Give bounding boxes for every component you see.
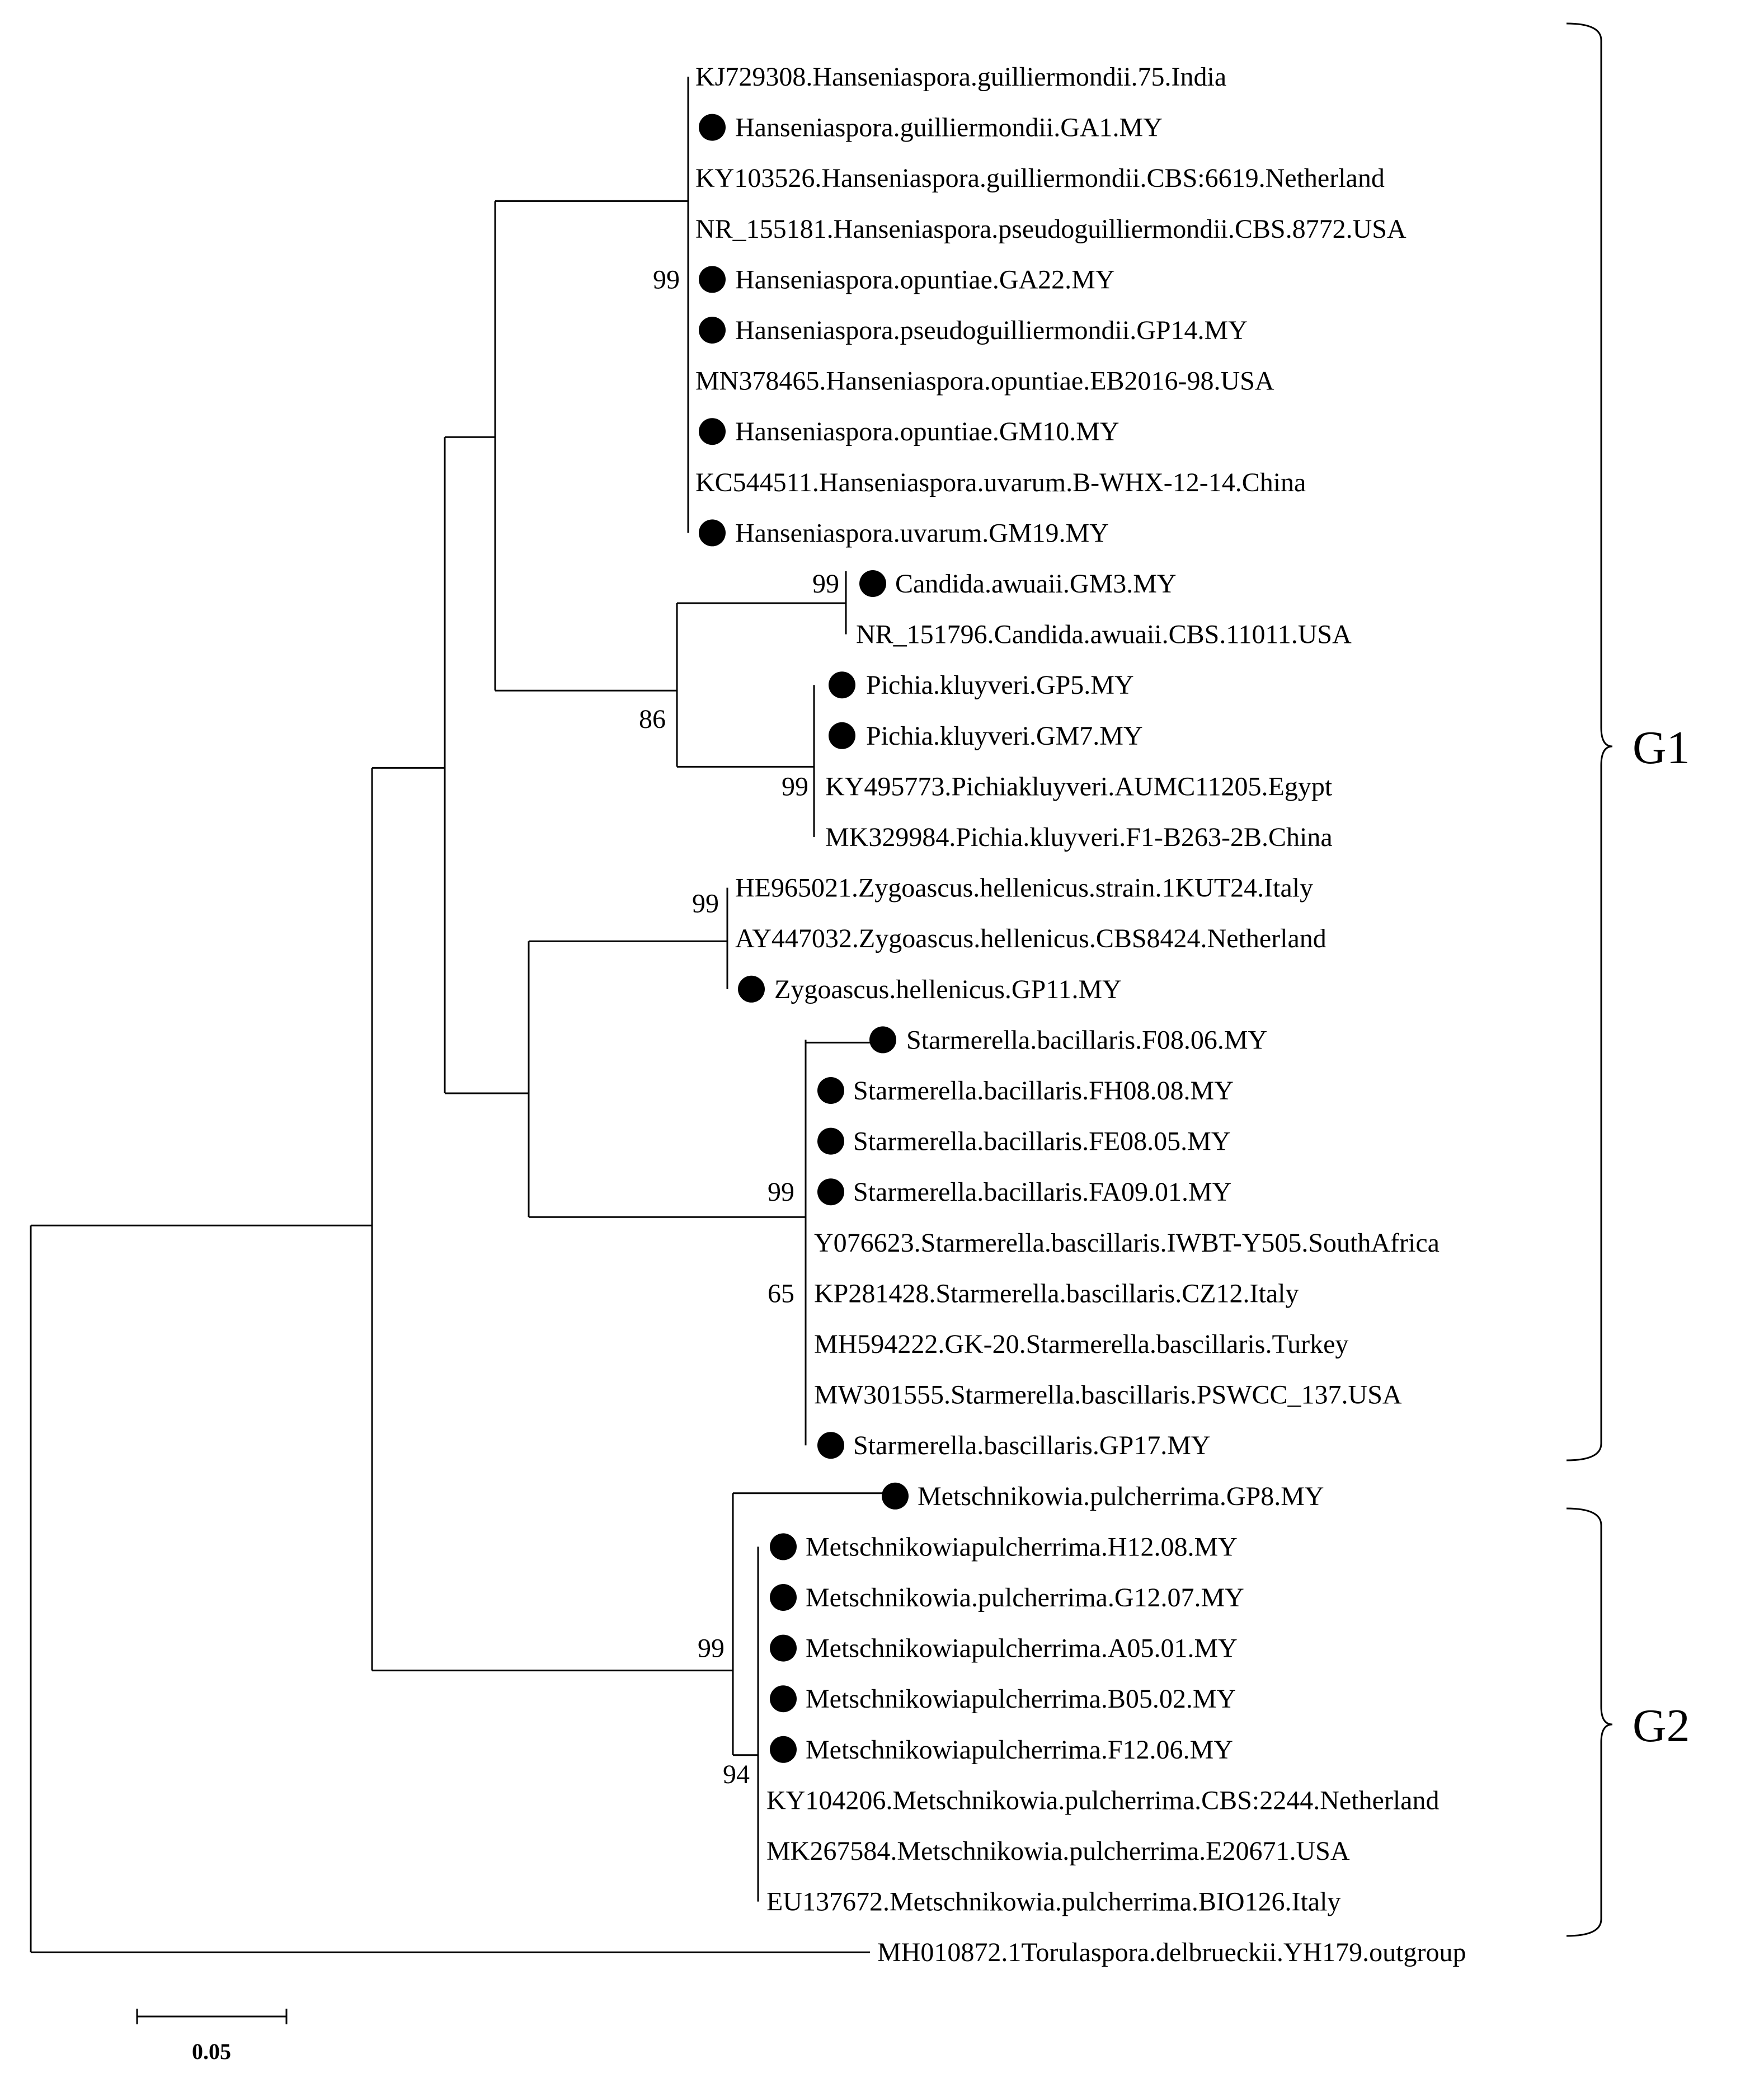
- scale-bar: 0.05: [136, 2009, 288, 2064]
- leaf-label-nr-155181-hanseniaspora-pseudoguilliermondii-cbs-8772-usa: NR_155181.Hanseniaspora.pseudoguilliermo…: [695, 214, 1407, 244]
- leaf-label-ky495773-pichiakluyveri-aumc11205-egypt: KY495773.Pichiakluyveri.AUMC11205.Egypt: [825, 772, 1333, 801]
- leaf-label-kp281428-starmerella-bascillaris-cz12-italy: KP281428.Starmerella.bascillaris.CZ12.It…: [814, 1278, 1299, 1308]
- leaf-marker-metschnikowiapulcherrima-h12-08-my: [770, 1533, 797, 1560]
- leaf-label-mk267584-metschnikowia-pulcherrima-e20671-usa: MK267584.Metschnikowia.pulcherrima.E2067…: [766, 1836, 1350, 1866]
- leaf-marker-zygoascus-hellenicus-gp11-my: [738, 975, 765, 1003]
- leaf-marker-metschnikowiapulcherrima-f12-06-my: [770, 1736, 797, 1763]
- leaf-label-metschnikowia-pulcherrima-g12-07-my: Metschnikowia.pulcherrima.G12.07.MY: [806, 1583, 1244, 1613]
- leaf-marker-hanseniaspora-guilliermondii-ga1-my: [699, 114, 726, 141]
- leaf-label-starmerella-bacillaris-fa09-01-my: Starmerella.bacillaris.FA09.01.MY: [853, 1177, 1231, 1207]
- bootstrap-value: 65: [768, 1278, 794, 1308]
- leaf-label-starmerella-bascillaris-gp17-my: Starmerella.bascillaris.GP17.MY: [853, 1431, 1211, 1460]
- bootstrap-value: 99: [768, 1177, 794, 1207]
- leaf-label-nr-151796-candida-awuaii-cbs-11011-usa: NR_151796.Candida.awuaii.CBS.11011.USA: [856, 620, 1352, 650]
- leaf-label-y076623-starmerella-bascillaris-iwbt-y505-southafrica: Y076623.Starmerella.bascillaris.IWBT-Y50…: [814, 1228, 1440, 1258]
- bootstrap-value: 99: [698, 1634, 725, 1663]
- leaf-label-hanseniaspora-pseudoguilliermondii-gp14-my: Hanseniaspora.pseudoguilliermondii.GP14.…: [735, 316, 1248, 345]
- leaf-label-starmerella-bacillaris-fh08-08-my: Starmerella.bacillaris.FH08.08.MY: [853, 1076, 1234, 1106]
- leaf-label-starmerella-bacillaris-fe08-05-my: Starmerella.bacillaris.FE08.05.MY: [853, 1127, 1231, 1157]
- leaf-label-ky103526-hanseniaspora-guilliermondii-cbs-6619-netherland: KY103526.Hanseniaspora.guilliermondii.CB…: [695, 163, 1385, 193]
- leaf-label-metschnikowiapulcherrima-a05-01-my: Metschnikowiapulcherrima.A05.01.MY: [806, 1634, 1238, 1663]
- tree-branches: [30, 77, 887, 1953]
- leaf-label-zygoascus-hellenicus-gp11-my: Zygoascus.hellenicus.GP11.MY: [774, 975, 1122, 1004]
- leaf-marker-starmerella-bacillaris-fa09-01-my: [817, 1178, 844, 1206]
- leaf-marker-metschnikowia-pulcherrima-g12-07-my: [770, 1584, 797, 1611]
- leaf-label-eu137672-metschnikowia-pulcherrima-bio126-italy: EU137672.Metschnikowia.pulcherrima.BIO12…: [766, 1887, 1340, 1917]
- bootstrap-value: 99: [653, 265, 680, 294]
- scale-bar-label: 0.05: [192, 2039, 231, 2064]
- leaf-label-hanseniaspora-opuntiae-gm10-my: Hanseniaspora.opuntiae.GM10.MY: [735, 417, 1119, 446]
- leaf-marker-metschnikowiapulcherrima-b05-02-my: [770, 1685, 797, 1713]
- leaf-label-hanseniaspora-uvarum-gm19-my: Hanseniaspora.uvarum.GM19.MY: [735, 518, 1109, 548]
- leaf-label-mw301555-starmerella-bascillaris-pswcc-137-usa: MW301555.Starmerella.bascillaris.PSWCC_1…: [814, 1380, 1402, 1410]
- leaf-marker-pichia-kluyveri-gp5-my: [829, 671, 855, 699]
- bootstrap-value: 94: [723, 1760, 750, 1789]
- leaf-label-metschnikowiapulcherrima-f12-06-my: Metschnikowiapulcherrima.F12.06.MY: [806, 1735, 1233, 1765]
- leaf-marker-starmerella-bacillaris-fe08-05-my: [817, 1127, 844, 1155]
- leaf-marker-hanseniaspora-pseudoguilliermondii-gp14-my: [699, 317, 726, 344]
- leaf-label-mk329984-pichia-kluyveri-f1-b263-2b-china: MK329984.Pichia.kluyveri.F1-B263-2B.Chin…: [825, 822, 1333, 852]
- leaf-label-mh010872-1torulaspora-delbrueckii-yh179-outgroup: MH010872.1Torulaspora.delbrueckii.YH179.…: [877, 1938, 1466, 1967]
- leaf-label-metschnikowiapulcherrima-h12-08-my: Metschnikowiapulcherrima.H12.08.MY: [806, 1532, 1238, 1562]
- leaf-label-metschnikowia-pulcherrima-gp8-my: Metschnikowia.pulcherrima.GP8.MY: [918, 1482, 1324, 1511]
- leaf-label-he965021-zygoascus-hellenicus-strain-1kut24-italy: HE965021.Zygoascus.hellenicus.strain.1KU…: [735, 873, 1313, 903]
- leaf-marker-starmerella-bacillaris-fh08-08-my: [817, 1077, 844, 1104]
- leaf-label-kj729308-hanseniaspora-guilliermondii-75-india: KJ729308.Hanseniaspora.guilliermondii.75…: [695, 62, 1226, 92]
- leaf-label-pichia-kluyveri-gm7-my: Pichia.kluyveri.GM7.MY: [866, 721, 1143, 751]
- leaf-marker-pichia-kluyveri-gm7-my: [829, 722, 855, 749]
- leaf-marker-candida-awuaii-gm3-my: [859, 570, 886, 597]
- bootstrap-value: 99: [812, 569, 839, 599]
- leaf-label-metschnikowiapulcherrima-b05-02-my: Metschnikowiapulcherrima.B05.02.MY: [806, 1684, 1236, 1714]
- leaf-label-ay447032-zygoascus-hellenicus-cbs8424-netherland: AY447032.Zygoascus.hellenicus.CBS8424.Ne…: [735, 924, 1326, 953]
- leaf-label-hanseniaspora-guilliermondii-ga1-my: Hanseniaspora.guilliermondii.GA1.MY: [735, 113, 1163, 143]
- leaf-marker-starmerella-bacillaris-f08-06-my: [869, 1026, 896, 1054]
- leaf-label-hanseniaspora-opuntiae-ga22-my: Hanseniaspora.opuntiae.GA22.MY: [735, 265, 1115, 294]
- leaf-marker-starmerella-bascillaris-gp17-my: [817, 1432, 844, 1459]
- leaf-marker-hanseniaspora-opuntiae-ga22-my: [699, 266, 726, 293]
- leaf-labels: KJ729308.Hanseniaspora.guilliermondii.75…: [695, 62, 1466, 1967]
- leaf-marker-metschnikowia-pulcherrima-gp8-my: [882, 1482, 909, 1510]
- group-bracket-g2: [1566, 1507, 1613, 1937]
- leaf-markers: [699, 114, 909, 1763]
- leaf-label-ky104206-metschnikowia-pulcherrima-cbs-2244-netherland: KY104206.Metschnikowia.pulcherrima.CBS:2…: [766, 1785, 1439, 1815]
- group-label-g2: G2: [1633, 1700, 1690, 1752]
- leaf-label-pichia-kluyveri-gp5-my: Pichia.kluyveri.GP5.MY: [866, 670, 1134, 700]
- leaf-label-mn378465-hanseniaspora-opuntiae-eb2016-98-usa: MN378465.Hanseniaspora.opuntiae.EB2016-9…: [695, 366, 1274, 396]
- leaf-marker-hanseniaspora-opuntiae-gm10-my: [699, 418, 726, 445]
- group-bracket-g1: [1566, 22, 1613, 1461]
- leaf-marker-metschnikowiapulcherrima-a05-01-my: [770, 1634, 797, 1662]
- group-label-g1: G1: [1633, 722, 1690, 774]
- leaf-label-candida-awuaii-gm3-my: Candida.awuaii.GM3.MY: [895, 569, 1177, 599]
- leaf-label-starmerella-bacillaris-f08-06-my: Starmerella.bacillaris.F08.06.MY: [906, 1025, 1267, 1055]
- leaf-marker-hanseniaspora-uvarum-gm19-my: [699, 519, 726, 547]
- bootstrap-value: 99: [692, 889, 719, 919]
- bootstrap-value: 86: [639, 704, 666, 734]
- bootstrap-values: 99 99 86 99 99 99 65 99 94: [639, 265, 839, 1789]
- bootstrap-value: 99: [782, 772, 808, 801]
- leaf-label-kc544511-hanseniaspora-uvarum-b-whx-12-14-china: KC544511.Hanseniaspora.uvarum.B-WHX-12-1…: [695, 468, 1306, 497]
- leaf-label-mh594222-gk-20-starmerella-bascillaris-turkey: MH594222.GK-20.Starmerella.bascillaris.T…: [814, 1329, 1348, 1359]
